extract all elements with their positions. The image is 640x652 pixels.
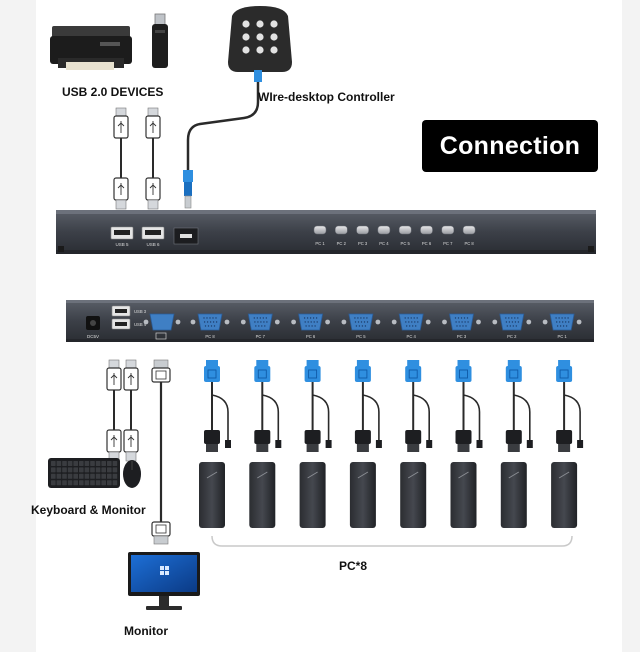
front-usb-label: USB 5 [115,242,129,247]
pc-vga-port: PC 2 [492,313,532,339]
pc-select-button[interactable]: PC 8 [462,225,476,246]
pc-select-button-label: PC 1 [315,241,325,246]
pc-vga-port-label: PC 5 [356,334,366,339]
monitor-vga-port [143,313,181,331]
rear-usb-label: USB 3 [134,309,147,314]
pc-select-button-label: PC 8 [464,241,474,246]
pc-group-bracket [211,535,573,547]
pc-unit [551,360,584,528]
controller-label: WIre-desktop Controller [258,90,395,104]
pc-unit [450,360,483,528]
pc-select-button-label: PC 5 [401,241,411,246]
pc-unit [199,360,231,528]
pc-vga-port: PC 4 [391,313,431,339]
monitor-label: Monitor [124,624,168,638]
connection-badge: Connection [422,120,598,172]
pc-unit [349,360,382,528]
rear-usb-port [111,305,131,317]
pc-vga-port-label: PC 1 [557,334,567,339]
power-label: DC5V [87,334,99,339]
front-usb-port [110,226,134,240]
pc-vga-port-label: PC 8 [205,334,215,339]
pc-select-button-label: PC 2 [337,241,347,246]
pc-select-button[interactable]: PC 1 [313,225,327,246]
pc-select-button-label: PC 7 [443,241,453,246]
pc-select-button[interactable]: PC 6 [420,225,433,246]
pc-unit [400,360,433,528]
pc-select-button[interactable]: PC 2 [335,225,348,246]
pc-select-buttons: PC 1 PC 2 PC 3 PC 4 PC 5 PC 6 PC 7 PC 8 [313,225,476,246]
front-usb-label: USB 6 [146,242,160,247]
pc-vga-port: PC 7 [240,313,280,339]
pc-unit [249,360,282,528]
pc-vga-port-label: PC 3 [457,334,467,339]
pc-select-button[interactable]: PC 5 [398,225,412,246]
keyboard-mouse-cables [106,359,139,462]
usb-device-cables [113,107,161,210]
pc-select-button[interactable]: PC 7 [441,225,455,246]
monitor-cable [151,359,171,545]
pc-vga-port-label: PC 4 [407,334,417,339]
rear-usb-label: USB 4 [134,322,147,327]
pc-vga-port-label: PC 7 [256,334,266,339]
usb-devices-label: USB 2.0 DEVICES [62,85,164,99]
keyboard-monitor-label: Keyboard & Monitor [31,503,146,517]
pc-vga-port: PC 3 [442,313,481,339]
mouse-icon [123,460,141,488]
usb-drive-icon [152,13,168,68]
pc-unit [500,360,533,528]
pc-vga-port-label: PC 6 [306,334,316,339]
keyboard-icon [48,458,120,488]
pc-select-button-label: PC 3 [358,241,368,246]
pcs-label: PC*8 [339,559,368,573]
pc-vga-port: PC 1 [542,313,582,339]
kvm-front-panel: USB 5 USB 6 PC 1 PC 2 PC 3 PC 4 PC 5 PC 6 PC 7… [56,210,596,254]
pc-select-button[interactable]: PC 4 [377,225,391,246]
monitor-port-icon [155,332,167,340]
pc-units [199,360,584,528]
pc-vga-port: PC 5 [341,313,381,339]
pc-select-button-label: PC 4 [379,241,389,246]
pc-vga-port-label: PC 2 [507,334,517,339]
pc-vga-port: PC 8 [190,313,230,339]
front-usb-port [141,226,165,240]
printer-icon [50,26,132,70]
power-jack [86,316,100,330]
pc-vga-ports: PC 8 PC 7 PC 6 PC 5 PC 4 PC 3 PC 2 PC 1 [190,313,582,339]
pc-unit [299,360,332,528]
pc-select-button-label: PC 6 [422,241,432,246]
pc-vga-port: PC 6 [291,313,330,339]
pc-select-button[interactable]: PC 3 [356,225,369,246]
desktop-controller-icon [183,6,292,209]
rear-usb-port [111,318,131,330]
monitor-icon [128,552,200,610]
